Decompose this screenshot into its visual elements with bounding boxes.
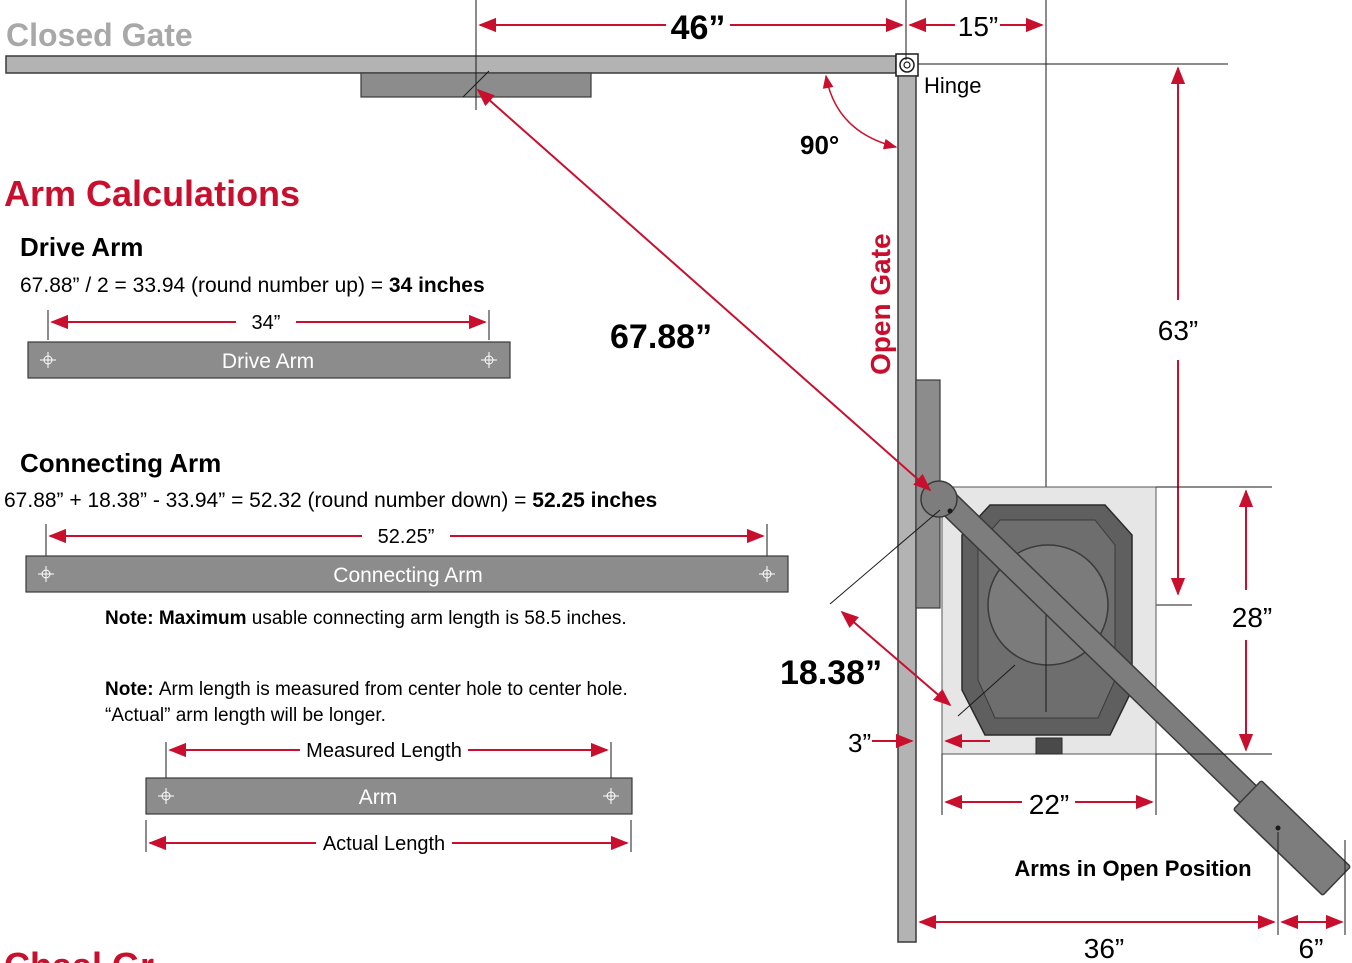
hinge-label: Hinge xyxy=(924,73,981,98)
drive-arm-formula: 67.88” / 2 = 33.94 (round number up) = 3… xyxy=(20,274,485,297)
dim-63-label: 63” xyxy=(1158,315,1198,346)
footer-heading-cut: Chaal Gr xyxy=(4,945,154,963)
angle-label: 90° xyxy=(800,130,839,160)
closed-gate-label: Closed Gate xyxy=(6,17,193,53)
drive-arm-bar-label: Drive Arm xyxy=(222,350,314,373)
connecting-arm-bar xyxy=(25,555,789,593)
dim-6-label: 6” xyxy=(1299,933,1324,963)
example-arm-bar xyxy=(145,777,633,815)
dim-6788-line xyxy=(476,88,932,492)
actual-length-label: Actual Length xyxy=(323,833,445,855)
dim-15-label: 15” xyxy=(958,11,998,42)
connecting-arm-open xyxy=(930,485,1296,841)
dim-1838-line xyxy=(840,610,952,707)
connecting-arm-title: Connecting Arm xyxy=(20,448,221,478)
dim-36-label: 36” xyxy=(1084,933,1124,963)
example-arm-label: Arm xyxy=(359,786,398,809)
note-maximum: Note: Maximum usable connecting arm leng… xyxy=(105,608,627,629)
arm-calculations-title: Arm Calculations xyxy=(4,173,300,214)
hinge-icon xyxy=(899,57,915,73)
dim-6788-label: 67.88” xyxy=(610,318,712,356)
connecting-arm-bar-label: Connecting Arm xyxy=(333,564,482,587)
closed-gate-bar xyxy=(5,55,897,74)
dim-28-label: 28” xyxy=(1232,602,1272,633)
note-actual: “Actual” arm length will be longer. xyxy=(105,705,386,726)
dim-46-label: 46” xyxy=(671,9,726,47)
open-gate-label: Open Gate xyxy=(865,233,896,375)
dim-22-label: 22” xyxy=(1029,789,1069,820)
connecting-arm-formula: 67.88” + 18.38” - 33.94” = 52.32 (round … xyxy=(4,489,657,512)
dim-1838-label: 18.38” xyxy=(780,654,882,692)
drive-arm-dim-label: 34” xyxy=(252,312,281,334)
open-gate-bar xyxy=(897,75,917,943)
drive-arm-title: Drive Arm xyxy=(20,232,143,262)
note-measured: Note: Arm length is measured from center… xyxy=(105,679,628,700)
measured-length-label: Measured Length xyxy=(306,740,462,762)
dim-3-label: 3” xyxy=(848,728,871,758)
drive-arm-bar xyxy=(27,341,511,379)
connecting-arm-dim-label: 52.25” xyxy=(378,526,435,548)
arms-open-position-label: Arms in Open Position xyxy=(1014,856,1251,881)
